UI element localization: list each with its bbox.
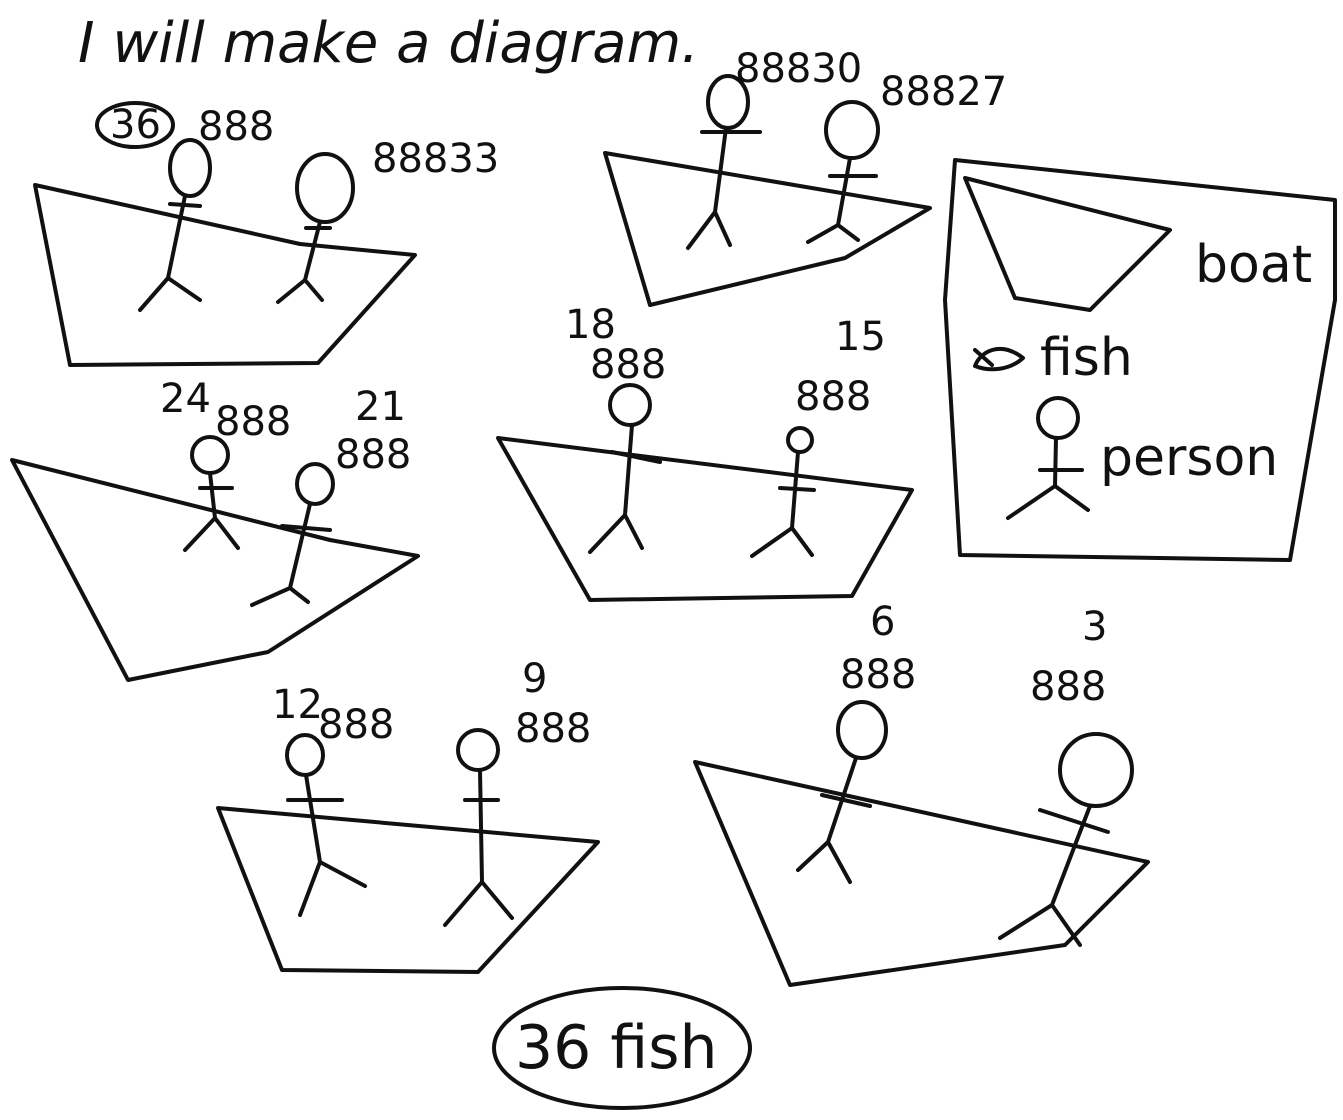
boat-4-person-1-fish: 888 [590, 342, 666, 388]
boat-5-person-1-count: 12 [272, 682, 323, 728]
boat-3-person-1-count: 24 [160, 376, 211, 422]
boat-2-person-2-label: 88827 [880, 69, 1007, 115]
person-icon [1006, 396, 1090, 520]
boat-2: 88830 88827 [603, 46, 1007, 307]
answer-ring [492, 986, 752, 1110]
fish-icon [973, 346, 1025, 372]
boat-3-person-2-count: 21 [355, 384, 406, 430]
legend-boat-label: boat [1195, 235, 1312, 295]
boat-4-person-2-count: 15 [835, 314, 886, 360]
boat-6-person-1-count: 6 [870, 599, 895, 645]
boat-3-person-1 [183, 435, 240, 552]
boat-5-hull [216, 806, 600, 974]
boat-5-person-1 [285, 733, 367, 917]
boat-6-person-1-fish: 888 [840, 652, 916, 698]
heading: I will make a diagram. [78, 11, 699, 76]
boat-5-person-1-fish: 888 [318, 702, 394, 748]
boat-1-person-1-fish: 888 [198, 104, 274, 150]
boat-2-hull [603, 151, 932, 307]
boat-4-hull [496, 436, 914, 602]
boat-5-person-2-fish: 888 [515, 706, 591, 752]
boat-6-hull [693, 760, 1150, 987]
boat-5-person-2 [443, 728, 514, 927]
legend-box: boat fish person [943, 158, 1337, 562]
circled-total-ring [95, 101, 175, 149]
boat-2-person-2 [806, 100, 880, 244]
boat-6-person-2-fish: 888 [1030, 664, 1106, 710]
boat-4-person-2-fish: 888 [795, 374, 871, 420]
boat-6: 6 888 3 888 [693, 599, 1150, 987]
boat-3-person-1-fish: 888 [215, 399, 291, 445]
boat-4: 18 888 15 888 [496, 302, 914, 602]
boat-4-person-1 [588, 383, 662, 554]
boat-5: 12 888 9 888 [216, 656, 600, 974]
answer-group: 36 fish [492, 986, 752, 1110]
boat-6-person-2-count: 3 [1082, 604, 1107, 650]
boat-1-hull [33, 183, 417, 367]
boat-6-person-1 [796, 700, 888, 884]
boat-1: 36 888 88833 [33, 101, 499, 367]
boat-3-person-2 [250, 462, 335, 607]
boat-3-person-2-fish: 888 [335, 432, 411, 478]
boat-2-person-1 [686, 74, 762, 250]
boat-5-person-2-count: 9 [522, 656, 547, 702]
legend-person-label: person [1100, 428, 1278, 488]
boat-2-person-1-label: 88830 [735, 46, 862, 92]
answer: 36 fish [515, 1013, 718, 1083]
boat-1-person-2 [276, 152, 355, 304]
boat-4-person-2 [750, 426, 816, 558]
boat-1-person-2-label: 88833 [372, 136, 499, 182]
boat-4-person-1-count: 18 [565, 302, 616, 348]
circled-total: 36 [110, 102, 161, 148]
legend-fish-label: fish [1040, 328, 1133, 388]
legend-boat-sample [963, 176, 1172, 312]
boat-1-person-1 [138, 138, 212, 312]
boat-3-hull [10, 458, 420, 682]
boat-6-person-2 [998, 732, 1134, 947]
legend-frame [943, 158, 1337, 562]
boat-3: 24 888 21 888 [10, 376, 420, 682]
